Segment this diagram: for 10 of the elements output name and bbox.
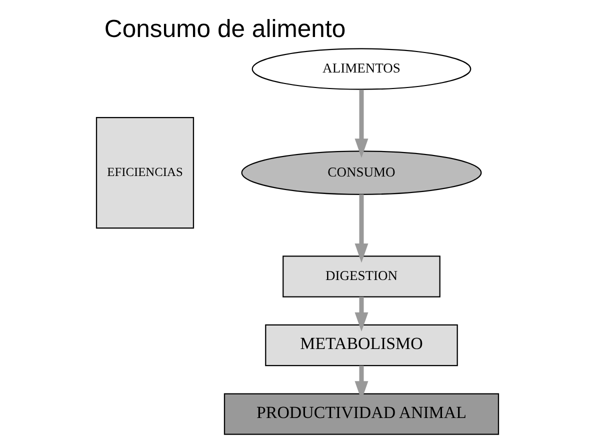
arrow (354, 296, 368, 332)
diagram-title: Consumo de alimento (104, 16, 346, 43)
node-box: METABOLISMO (264, 324, 458, 366)
node-box: DIGESTION (282, 256, 440, 298)
arrow (354, 90, 368, 158)
node-ellipse: CONSUMO (240, 150, 482, 195)
node-box: PRODUCTIVIDAD ANIMAL (223, 393, 499, 435)
node-ellipse: ALIMENTOS (251, 48, 471, 90)
arrow (354, 194, 368, 263)
node-box: EFICIENCIAS (95, 116, 194, 229)
